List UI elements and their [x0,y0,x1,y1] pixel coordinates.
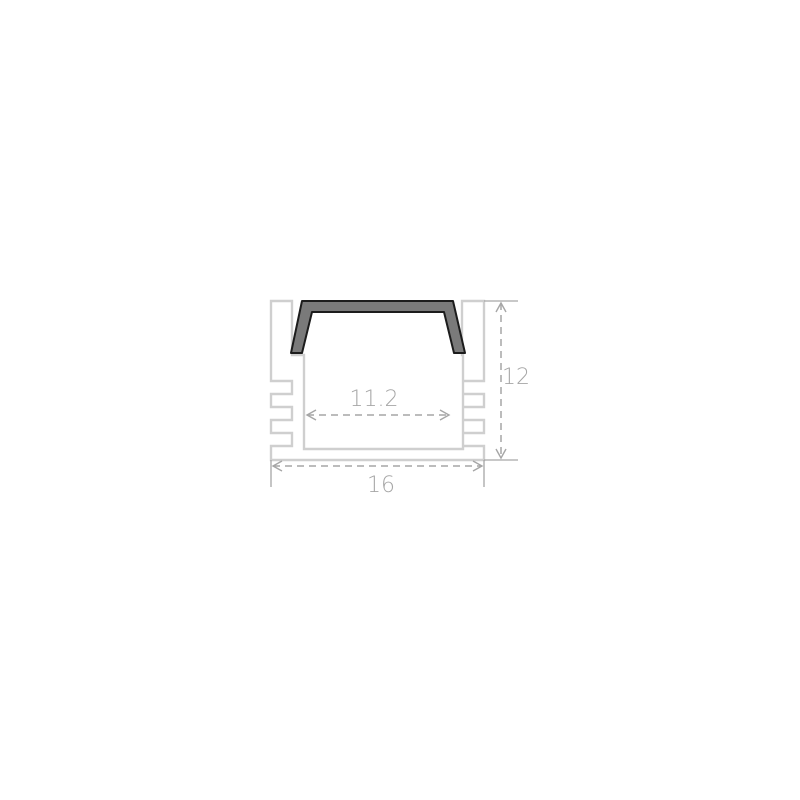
aluminium-profile-outline [269,299,486,462]
total-height-label: 12 [502,365,530,390]
diffuser-cover [290,300,466,354]
inner-width-label: 11.2 [350,387,399,412]
total-width-label: 16 [367,473,395,498]
